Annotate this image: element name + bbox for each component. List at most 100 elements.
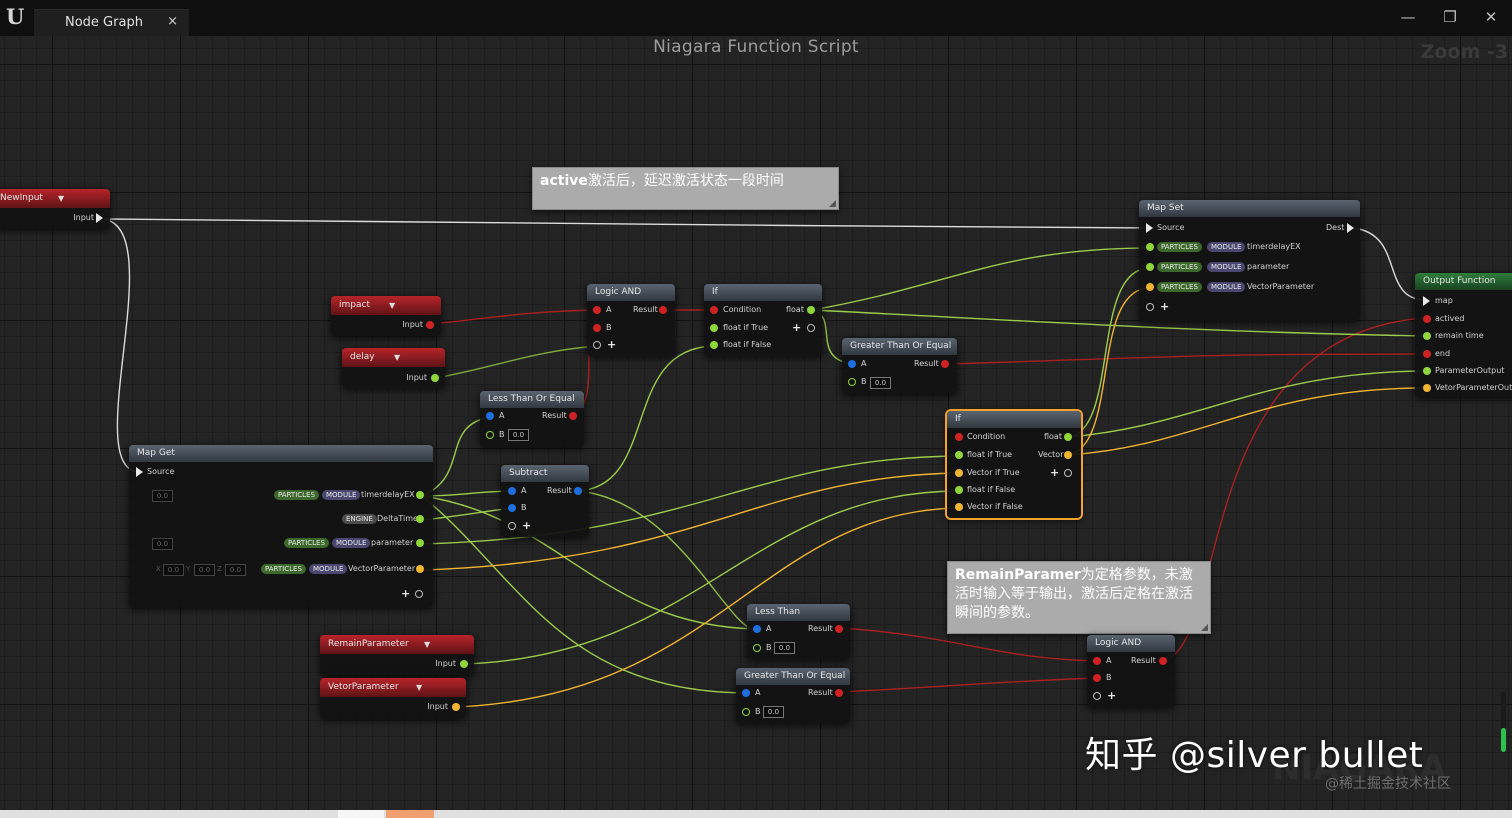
node-impact[interactable]: impact ▼ Input	[331, 296, 441, 336]
float-output-pin-icon[interactable]	[460, 660, 468, 668]
exec-output-pin-icon[interactable]	[1347, 223, 1354, 233]
float-input-pin-icon[interactable]	[955, 486, 963, 494]
bool-output-pin-icon[interactable]	[569, 412, 577, 420]
taskbar-item[interactable]	[338, 810, 384, 818]
add-pin-socket-icon[interactable]	[807, 324, 815, 332]
node-subtract[interactable]: Subtract A Result B +	[501, 465, 589, 537]
node-less-than[interactable]: Less Than A Result B 0.0	[747, 604, 850, 659]
node-greater-than-or-equal-2[interactable]: Greater Than Or Equal A Result B 0.0	[736, 668, 850, 723]
bool-output-pin-icon[interactable]	[835, 625, 843, 633]
chevron-down-icon[interactable]: ▼	[424, 640, 431, 649]
add-pin-socket-icon[interactable]	[508, 522, 516, 530]
bool-output-pin-icon[interactable]	[659, 306, 667, 314]
tab-node-graph[interactable]: Node Graph ×	[34, 9, 189, 37]
add-pin-icon[interactable]: +	[607, 338, 617, 351]
int-input-pin-icon[interactable]	[508, 487, 516, 495]
vector-input-pin-icon[interactable]	[955, 469, 963, 477]
add-pin-icon[interactable]: +	[792, 321, 802, 334]
default-value-field[interactable]: 0.0	[152, 538, 173, 550]
chevron-down-icon[interactable]: ▼	[389, 301, 396, 310]
float-input-pin-icon[interactable]	[710, 341, 718, 349]
add-pin-socket-icon[interactable]	[1093, 692, 1101, 700]
add-pin-icon[interactable]: +	[401, 587, 411, 600]
float-output-pin-icon[interactable]	[431, 374, 439, 382]
float-input-pin-icon[interactable]	[710, 324, 718, 332]
node-vetor-parameter[interactable]: VetorParameter ▼ Input	[320, 678, 466, 718]
add-pin-socket-icon[interactable]	[593, 341, 601, 349]
vector-output-pin-icon[interactable]	[416, 565, 424, 573]
bool-input-pin-icon[interactable]	[710, 306, 718, 314]
float-output-pin-icon[interactable]	[416, 515, 424, 523]
int-input-pin-icon[interactable]	[742, 689, 750, 697]
float-output-pin-icon[interactable]	[807, 306, 815, 314]
int-input-pin-icon[interactable]	[486, 412, 494, 420]
vector-input-pin-icon[interactable]	[1146, 283, 1154, 291]
node-logic-and-2[interactable]: Logic AND A Result B +	[1087, 635, 1175, 707]
chevron-down-icon[interactable]: ▼	[394, 353, 401, 362]
node-new-input[interactable]: NewInput ▼ Input	[0, 189, 110, 229]
vector-input-pin-icon[interactable]	[1423, 384, 1431, 392]
float-input-pin-icon[interactable]	[753, 644, 761, 652]
float-input-pin-icon[interactable]	[742, 708, 750, 716]
add-pin-icon[interactable]: +	[1160, 300, 1170, 313]
node-graph-canvas[interactable]: Niagara Function Script Zoom -3 NIAGARA	[0, 36, 1512, 810]
node-if[interactable]: If Condition float float if True + float…	[704, 284, 822, 356]
node-greater-than-or-equal[interactable]: Greater Than Or Equal A Result B 0.0	[842, 338, 957, 394]
add-pin-socket-icon[interactable]	[1146, 303, 1154, 311]
float-input-pin-icon[interactable]	[955, 451, 963, 459]
float-input-pin-icon[interactable]	[1423, 332, 1431, 340]
vector-y-field[interactable]: 0.0	[194, 564, 215, 576]
exec-output-pin-icon[interactable]	[96, 213, 103, 223]
restore-button[interactable]: ❐	[1443, 8, 1457, 26]
bool-output-pin-icon[interactable]	[426, 321, 434, 329]
float-input-pin-icon[interactable]	[486, 431, 494, 439]
chevron-down-icon[interactable]: ▼	[58, 194, 65, 203]
int-input-pin-icon[interactable]	[508, 504, 516, 512]
minimize-button[interactable]: —	[1400, 8, 1416, 26]
node-delay[interactable]: delay ▼ Input	[342, 348, 445, 388]
float-output-pin-icon[interactable]	[416, 491, 424, 499]
comment-box-remain[interactable]: RemainParamer为定格参数，未激活时输入等于输出，激活后定格在激活瞬间…	[947, 561, 1211, 634]
b-value-field[interactable]: 0.0	[763, 706, 784, 718]
add-pin-icon[interactable]: +	[522, 519, 532, 532]
chevron-down-icon[interactable]: ▼	[416, 683, 423, 692]
int-input-pin-icon[interactable]	[753, 625, 761, 633]
node-remain-parameter[interactable]: RemainParameter ▼ Input	[320, 635, 474, 675]
float-input-pin-icon[interactable]	[1146, 263, 1154, 271]
int-input-pin-icon[interactable]	[848, 360, 856, 368]
node-map-get[interactable]: Map Get Source 0.0 PARTICLES MODULE time…	[129, 445, 433, 607]
add-pin-socket-icon[interactable]	[1064, 469, 1072, 477]
comment-box-active[interactable]: active激活后，延迟激活状态一段时间	[532, 167, 839, 210]
add-pin-icon[interactable]: +	[1107, 689, 1117, 702]
resize-handle-icon[interactable]	[1201, 624, 1208, 631]
exec-input-pin-icon[interactable]	[1146, 223, 1153, 233]
bool-input-pin-icon[interactable]	[593, 306, 601, 314]
exec-input-pin-icon[interactable]	[1423, 296, 1430, 306]
default-value-field[interactable]: 0.0	[152, 490, 173, 502]
node-logic-and[interactable]: Logic AND A Result B +	[587, 284, 675, 356]
node-map-set[interactable]: Map Set Source Dest PARTICLES MODULE tim…	[1139, 200, 1360, 321]
b-value-field[interactable]: 0.0	[508, 429, 529, 441]
bool-output-pin-icon[interactable]	[1159, 657, 1167, 665]
bool-output-pin-icon[interactable]	[941, 360, 949, 368]
node-if-selected[interactable]: If Condition float float if True Vector …	[947, 411, 1081, 518]
taskbar-item-active[interactable]	[386, 810, 434, 818]
bool-output-pin-icon[interactable]	[835, 689, 843, 697]
b-value-field[interactable]: 0.0	[774, 642, 795, 654]
add-pin-icon[interactable]: +	[1050, 466, 1060, 479]
vector-output-pin-icon[interactable]	[1064, 451, 1072, 459]
float-input-pin-icon[interactable]	[848, 378, 856, 386]
float-output-pin-icon[interactable]	[1064, 433, 1072, 441]
int-output-pin-icon[interactable]	[574, 487, 582, 495]
vector-x-field[interactable]: 0.0	[163, 564, 184, 576]
b-value-field[interactable]: 0.0	[870, 377, 891, 389]
bool-input-pin-icon[interactable]	[593, 324, 601, 332]
vector-output-pin-icon[interactable]	[452, 703, 460, 711]
bool-input-pin-icon[interactable]	[955, 433, 963, 441]
bool-input-pin-icon[interactable]	[1423, 350, 1431, 358]
bool-input-pin-icon[interactable]	[1093, 657, 1101, 665]
add-pin-socket-icon[interactable]	[415, 590, 423, 598]
close-window-button[interactable]: ✕	[1484, 8, 1498, 26]
float-input-pin-icon[interactable]	[1423, 367, 1431, 375]
vector-input-pin-icon[interactable]	[955, 503, 963, 511]
